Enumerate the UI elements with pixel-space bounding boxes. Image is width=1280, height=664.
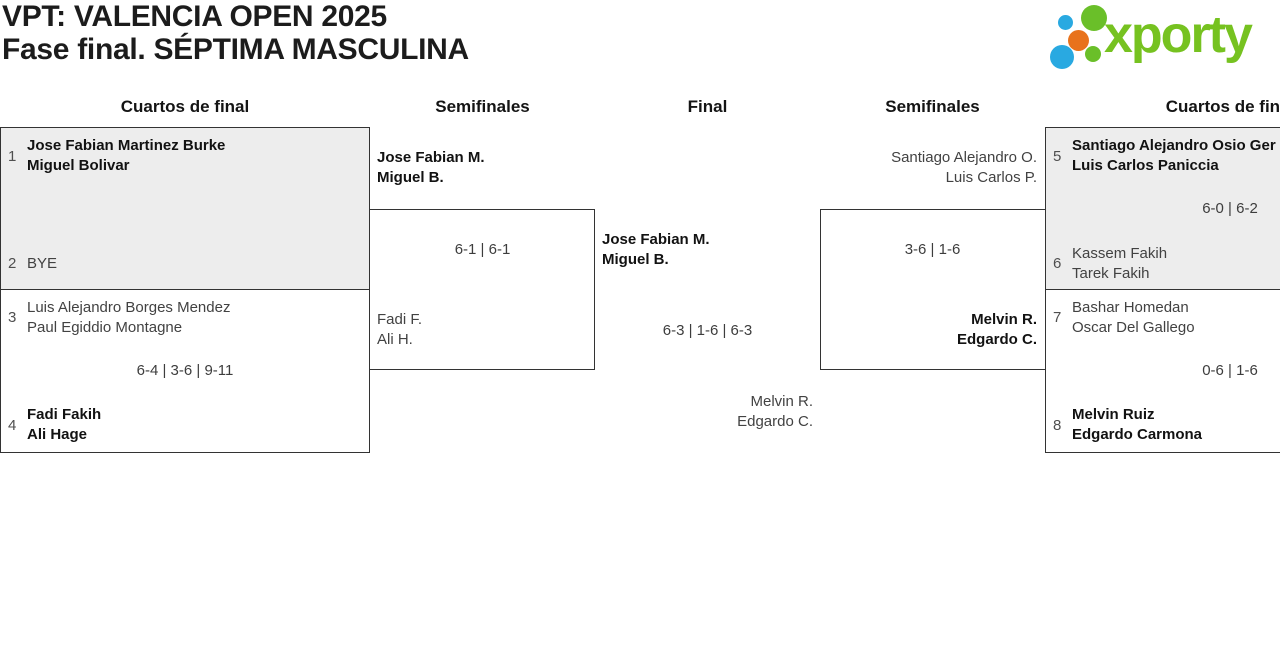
player-name: Santiago Alejandro O. [891,149,1037,166]
team-name: Bashar Homedan Oscar Del Gallego [1072,298,1195,337]
player-name: Ali Hage [27,425,88,443]
player-name: Luis Alejandro Borges Mendez [27,299,231,316]
team-name: Jose Fabian M. Miguel B. [602,230,710,269]
logo-dot-icon [1085,46,1101,62]
round-header-final: Final [687,97,728,116]
team-name: Melvin R. Edgardo C. [737,392,813,431]
player-name: Melvin R. [971,311,1037,328]
player-name: Jose Fabian M. [377,149,485,166]
player-name: Jose Fabian M. [602,231,710,248]
player-name: Bashar Homedan [1072,299,1189,316]
team-name: Santiago Alejandro O. Luis Carlos P. [891,148,1037,187]
seed-number: 3 [8,309,17,326]
page-title-line1: VPT: VALENCIA OPEN 2025 [2,0,387,33]
player-name: Luis Carlos Paniccia [1072,156,1219,174]
team-name: Melvin Ruiz Edgardo Carmona [1072,405,1202,444]
match-score: 0-6 | 1-6 [1202,362,1258,379]
player-name: Fadi F. [377,311,423,328]
player-name: Fadi Fakih [27,406,102,423]
player-name: Miguel B. [377,168,444,186]
player-name: Edgardo Carmona [1072,425,1203,443]
round-header-sf-left: Semifinales [435,97,530,116]
player-name: Melvin R. [750,393,813,410]
team-name: Fadi Fakih Ali Hage [27,405,101,444]
round-header-qf-right: Cuartos de final [1165,97,1280,116]
xporty-logo-text: xporty [1104,6,1253,64]
logo-dot-icon [1081,5,1107,31]
match-score: 6-1 | 6-1 [454,241,511,258]
page-title: VPT: VALENCIA OPEN 2025 Fase final. SÉPT… [2,0,469,66]
player-name: Edgardo C. [737,412,813,430]
player-name: Kassem Fakih [1072,245,1168,262]
round-header-qf-left: Cuartos de final [120,97,250,116]
seed-number: 1 [8,148,17,165]
player-name: Oscar Del Gallego [1072,318,1195,336]
seed-number: 7 [1053,309,1062,326]
match-score: 6-3 | 1-6 | 6-3 [662,322,753,339]
team-name: Luis Alejandro Borges Mendez Paul Egiddi… [27,298,230,337]
match-box-qf4 [1045,289,1280,453]
logo-dot-icon [1068,30,1089,51]
player-name: Melvin Ruiz [1072,406,1155,423]
seed-number: 2 [8,255,17,272]
xporty-logo[interactable]: xporty [1048,0,1276,72]
match-box-qf1 [0,127,370,290]
page-title-line2: Fase final. SÉPTIMA MASCULINA [2,33,469,66]
match-box-sf1 [369,209,595,370]
seed-number: 5 [1053,148,1062,165]
team-name: BYE [27,254,57,274]
team-name: Jose Fabian M. Miguel B. [377,148,485,187]
team-name: Jose Fabian Martinez Burke Miguel Boliva… [27,136,225,175]
match-box-sf2 [820,209,1046,370]
match-score: 3-6 | 1-6 [904,241,961,258]
player-name: BYE [27,255,58,272]
logo-dot-icon [1050,45,1074,69]
round-header-sf-right: Semifinales [885,97,980,116]
logo-dot-icon [1058,15,1073,30]
player-name: Jose Fabian Martinez Burke [27,137,226,154]
player-name: Edgardo C. [956,330,1037,348]
team-name: Melvin R. Edgardo C. [957,310,1037,349]
player-name: Luis Carlos P. [945,168,1037,186]
match-box-qf3 [1045,127,1280,290]
team-name: Kassem Fakih Tarek Fakih [1072,244,1167,283]
player-name: Santiago Alejandro Osio Ger [1072,137,1276,154]
seed-number: 6 [1053,255,1062,272]
player-name: Paul Egiddio Montagne [27,318,183,336]
player-name: Ali H. [377,330,413,348]
match-score: 6-4 | 3-6 | 9-11 [136,362,234,379]
team-name: Fadi F. Ali H. [377,310,422,349]
seed-number: 4 [8,417,17,434]
match-box-qf2 [0,289,370,453]
match-score: 6-0 | 6-2 [1202,200,1258,217]
team-name: Santiago Alejandro Osio Ger Luis Carlos … [1072,136,1276,175]
seed-number: 8 [1053,417,1062,434]
player-name: Miguel Bolivar [27,156,130,174]
player-name: Miguel B. [602,250,669,268]
player-name: Tarek Fakih [1072,264,1150,282]
